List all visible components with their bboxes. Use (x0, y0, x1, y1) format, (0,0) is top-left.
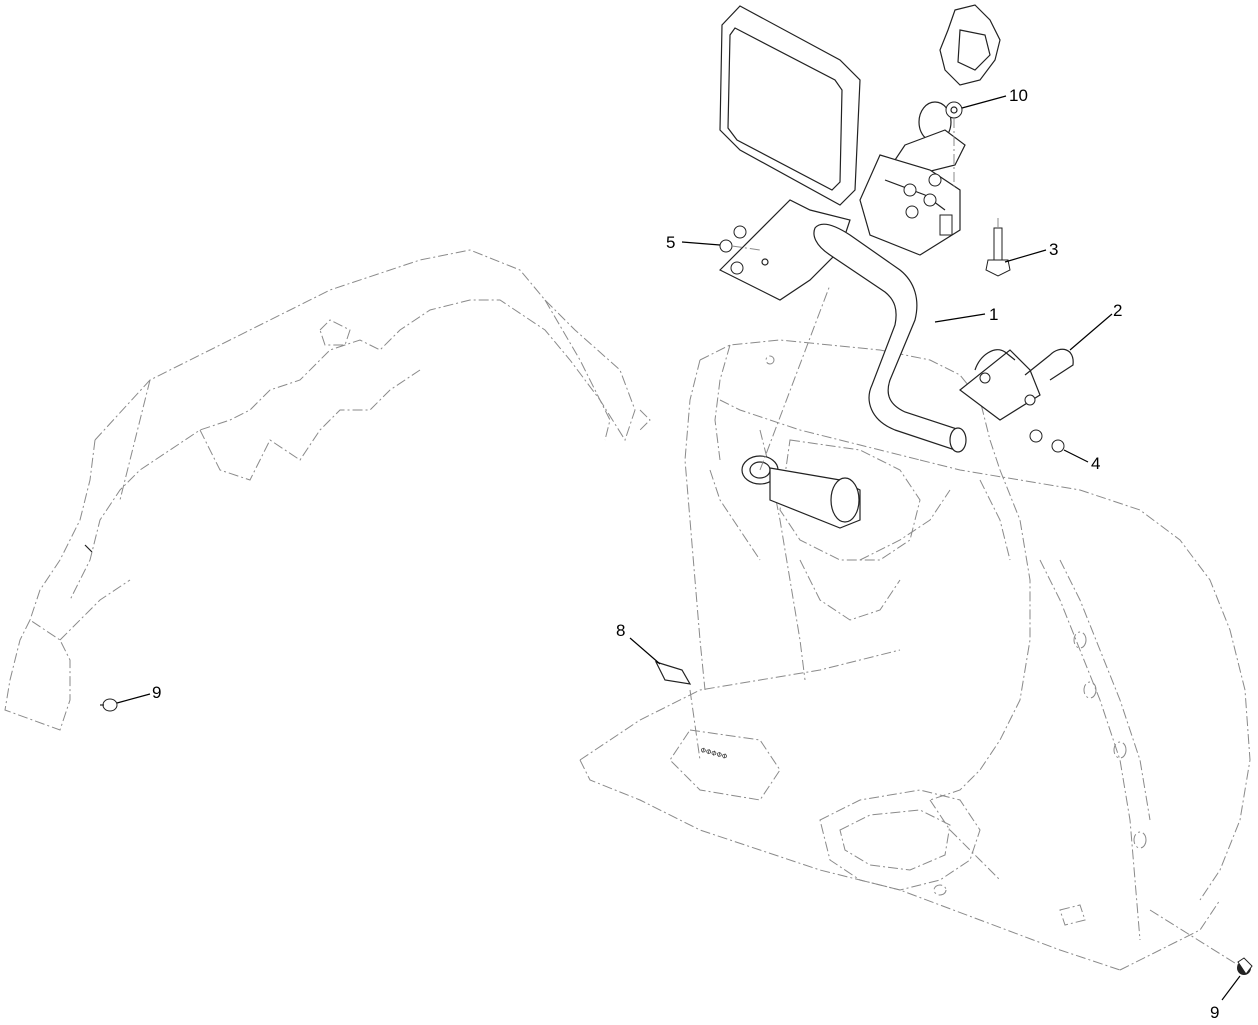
item-3-bolt (985, 218, 1011, 277)
item-9-left-plug (100, 698, 118, 712)
callout-2-label: 2 (1113, 301, 1122, 320)
callout-5: 5 (666, 233, 721, 252)
svg-text:ΦΦΦΦΦ: ΦΦΦΦΦ (699, 746, 728, 761)
item-10-nut (945, 101, 963, 190)
callout-9-right: 9 (1210, 975, 1241, 1022)
item-2-u-bolts (959, 348, 1074, 421)
callout-1: 1 (934, 305, 998, 324)
left-fender-phantom (4, 249, 651, 731)
item-4-nuts (1029, 429, 1065, 453)
joystick-mount (859, 4, 1001, 256)
item-5-nut (719, 239, 761, 253)
callout-3-label: 3 (1049, 240, 1058, 259)
item-1-mount-tube (718, 199, 967, 453)
callout-9-right-label: 9 (1210, 1003, 1219, 1022)
console-chassis-phantom: ΦΦΦΦΦ (579, 339, 1251, 971)
callout-1-label: 1 (989, 305, 998, 324)
callout-10: 10 (961, 86, 1028, 109)
callout-3: 3 (1004, 240, 1058, 263)
callout-9-left-label: 9 (152, 683, 161, 702)
callout-2: 2 (1069, 301, 1122, 351)
callout-5-label: 5 (666, 233, 675, 252)
steering-shaft (741, 284, 861, 529)
callout-4: 4 (1063, 449, 1100, 473)
callout-8-label: 8 (616, 621, 625, 640)
callout-4-label: 4 (1091, 454, 1100, 473)
item-8-clip (654, 661, 701, 761)
item-9-right-plug (1149, 909, 1253, 975)
callout-9-left: 9 (116, 683, 161, 704)
callout-8: 8 (616, 621, 661, 665)
callout-10-label: 10 (1009, 86, 1028, 105)
display-monitor (719, 5, 861, 206)
